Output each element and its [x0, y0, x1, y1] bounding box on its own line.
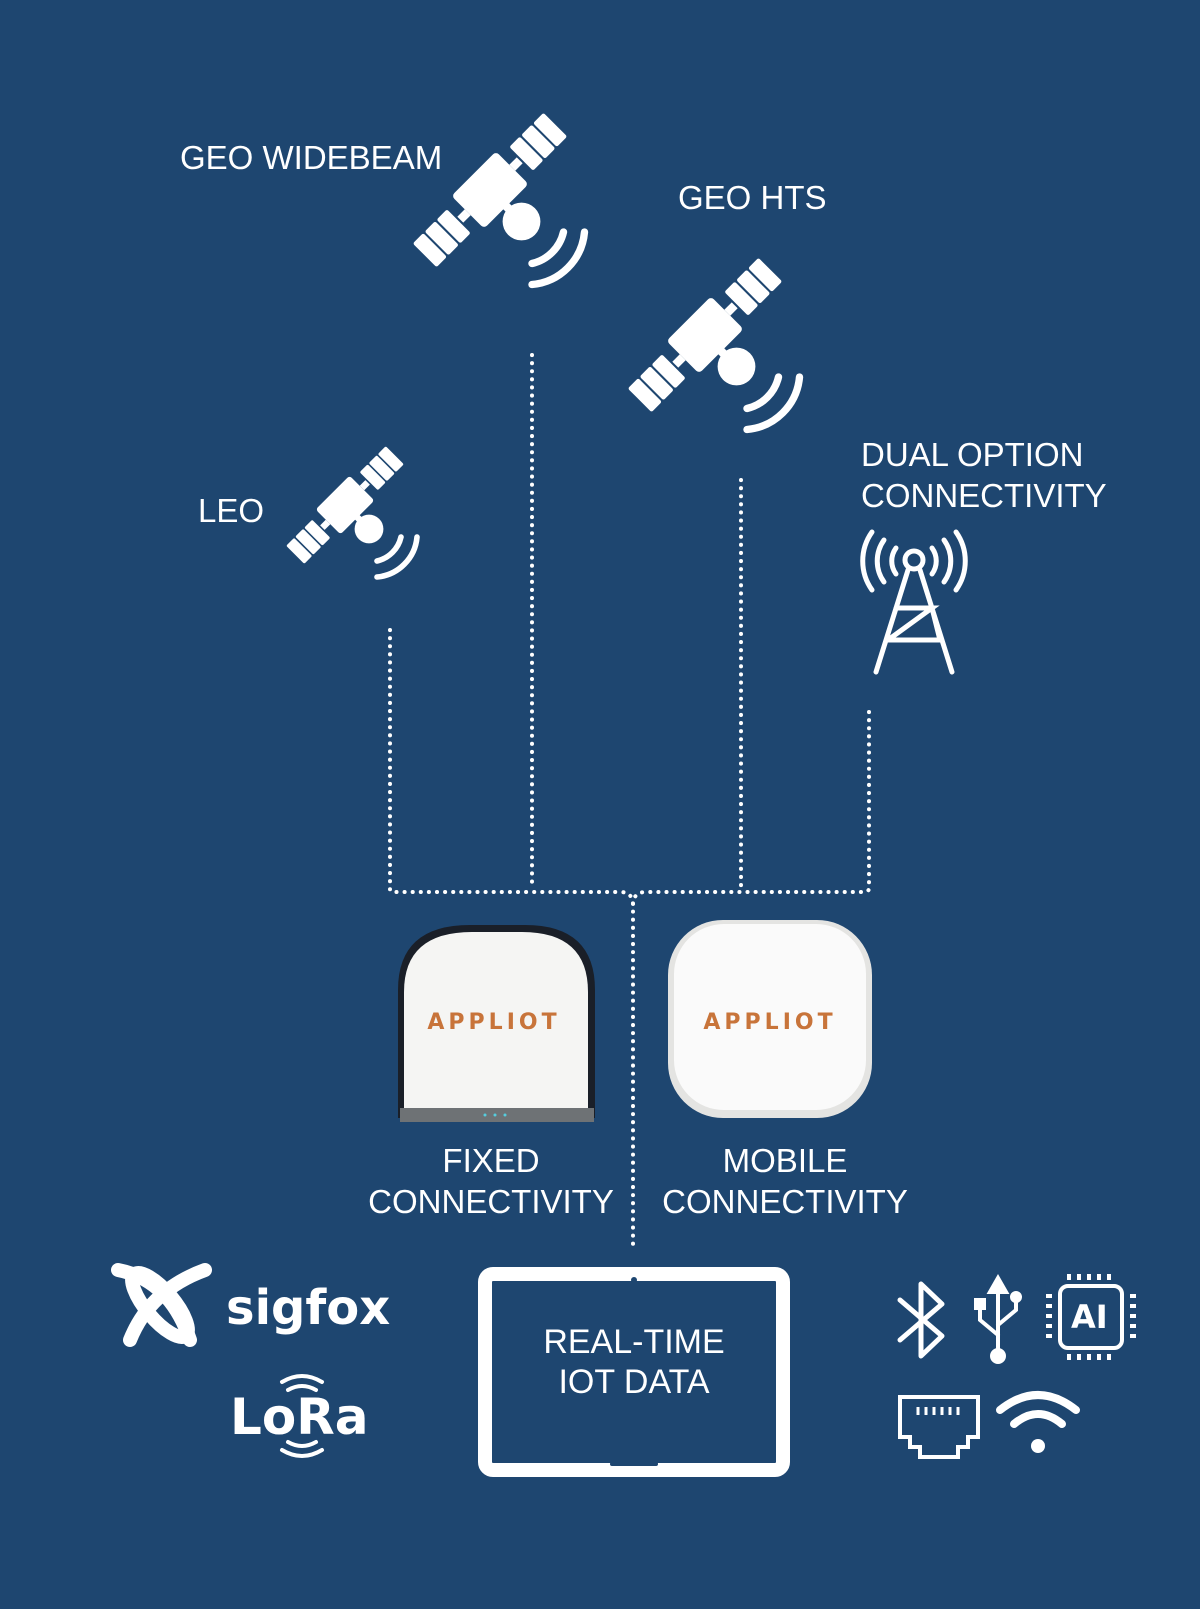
- fixed-device-brand: APPLIOT: [427, 1010, 561, 1035]
- tablet-text-line1: REAL-TIME: [543, 1323, 725, 1361]
- lora-waves-icon: [280, 1374, 324, 1458]
- leo-satellite-icon: [283, 443, 417, 577]
- ai-chip-label: AI: [1071, 1298, 1108, 1336]
- bluetooth-icon: [897, 1281, 945, 1359]
- dual-option-label-line1: DUAL OPTION: [861, 436, 1084, 473]
- ethernet-port-icon: [898, 1395, 980, 1459]
- mobile-label-line1: MOBILE: [722, 1142, 848, 1179]
- usb-icon: [974, 1273, 1022, 1364]
- geo-widebeam-label: GEO WIDEBEAM: [180, 139, 443, 176]
- ai-chip-icon: [1046, 1274, 1136, 1360]
- mobile-label-line2: CONNECTIVITY: [662, 1183, 908, 1220]
- tablet-text-line2: IOT DATA: [558, 1363, 710, 1401]
- lora-logo-text: LoRa: [230, 1388, 369, 1446]
- sigfox-logo-text: sigfox: [226, 1280, 391, 1336]
- cell-tower-icon: [860, 529, 968, 675]
- dual-option-label-line2: CONNECTIVITY: [861, 477, 1107, 514]
- sigfox-logo-icon: [111, 1263, 212, 1347]
- fixed-label-line1: FIXED: [442, 1142, 540, 1179]
- leo-label: LEO: [198, 492, 265, 529]
- mobile-device-brand: APPLIOT: [703, 1010, 837, 1035]
- mobile-device-image: [668, 920, 872, 1118]
- connection-lines: [388, 353, 871, 1247]
- geo-widebeam-satellite-icon: [408, 108, 584, 284]
- tablet-icon: [478, 1267, 790, 1477]
- geo-hts-label: GEO HTS: [678, 179, 827, 216]
- wifi-icon: [996, 1391, 1080, 1453]
- fixed-label-line2: CONNECTIVITY: [368, 1183, 614, 1220]
- geo-hts-satellite-icon: [623, 253, 799, 429]
- fixed-device-image: [398, 925, 595, 1122]
